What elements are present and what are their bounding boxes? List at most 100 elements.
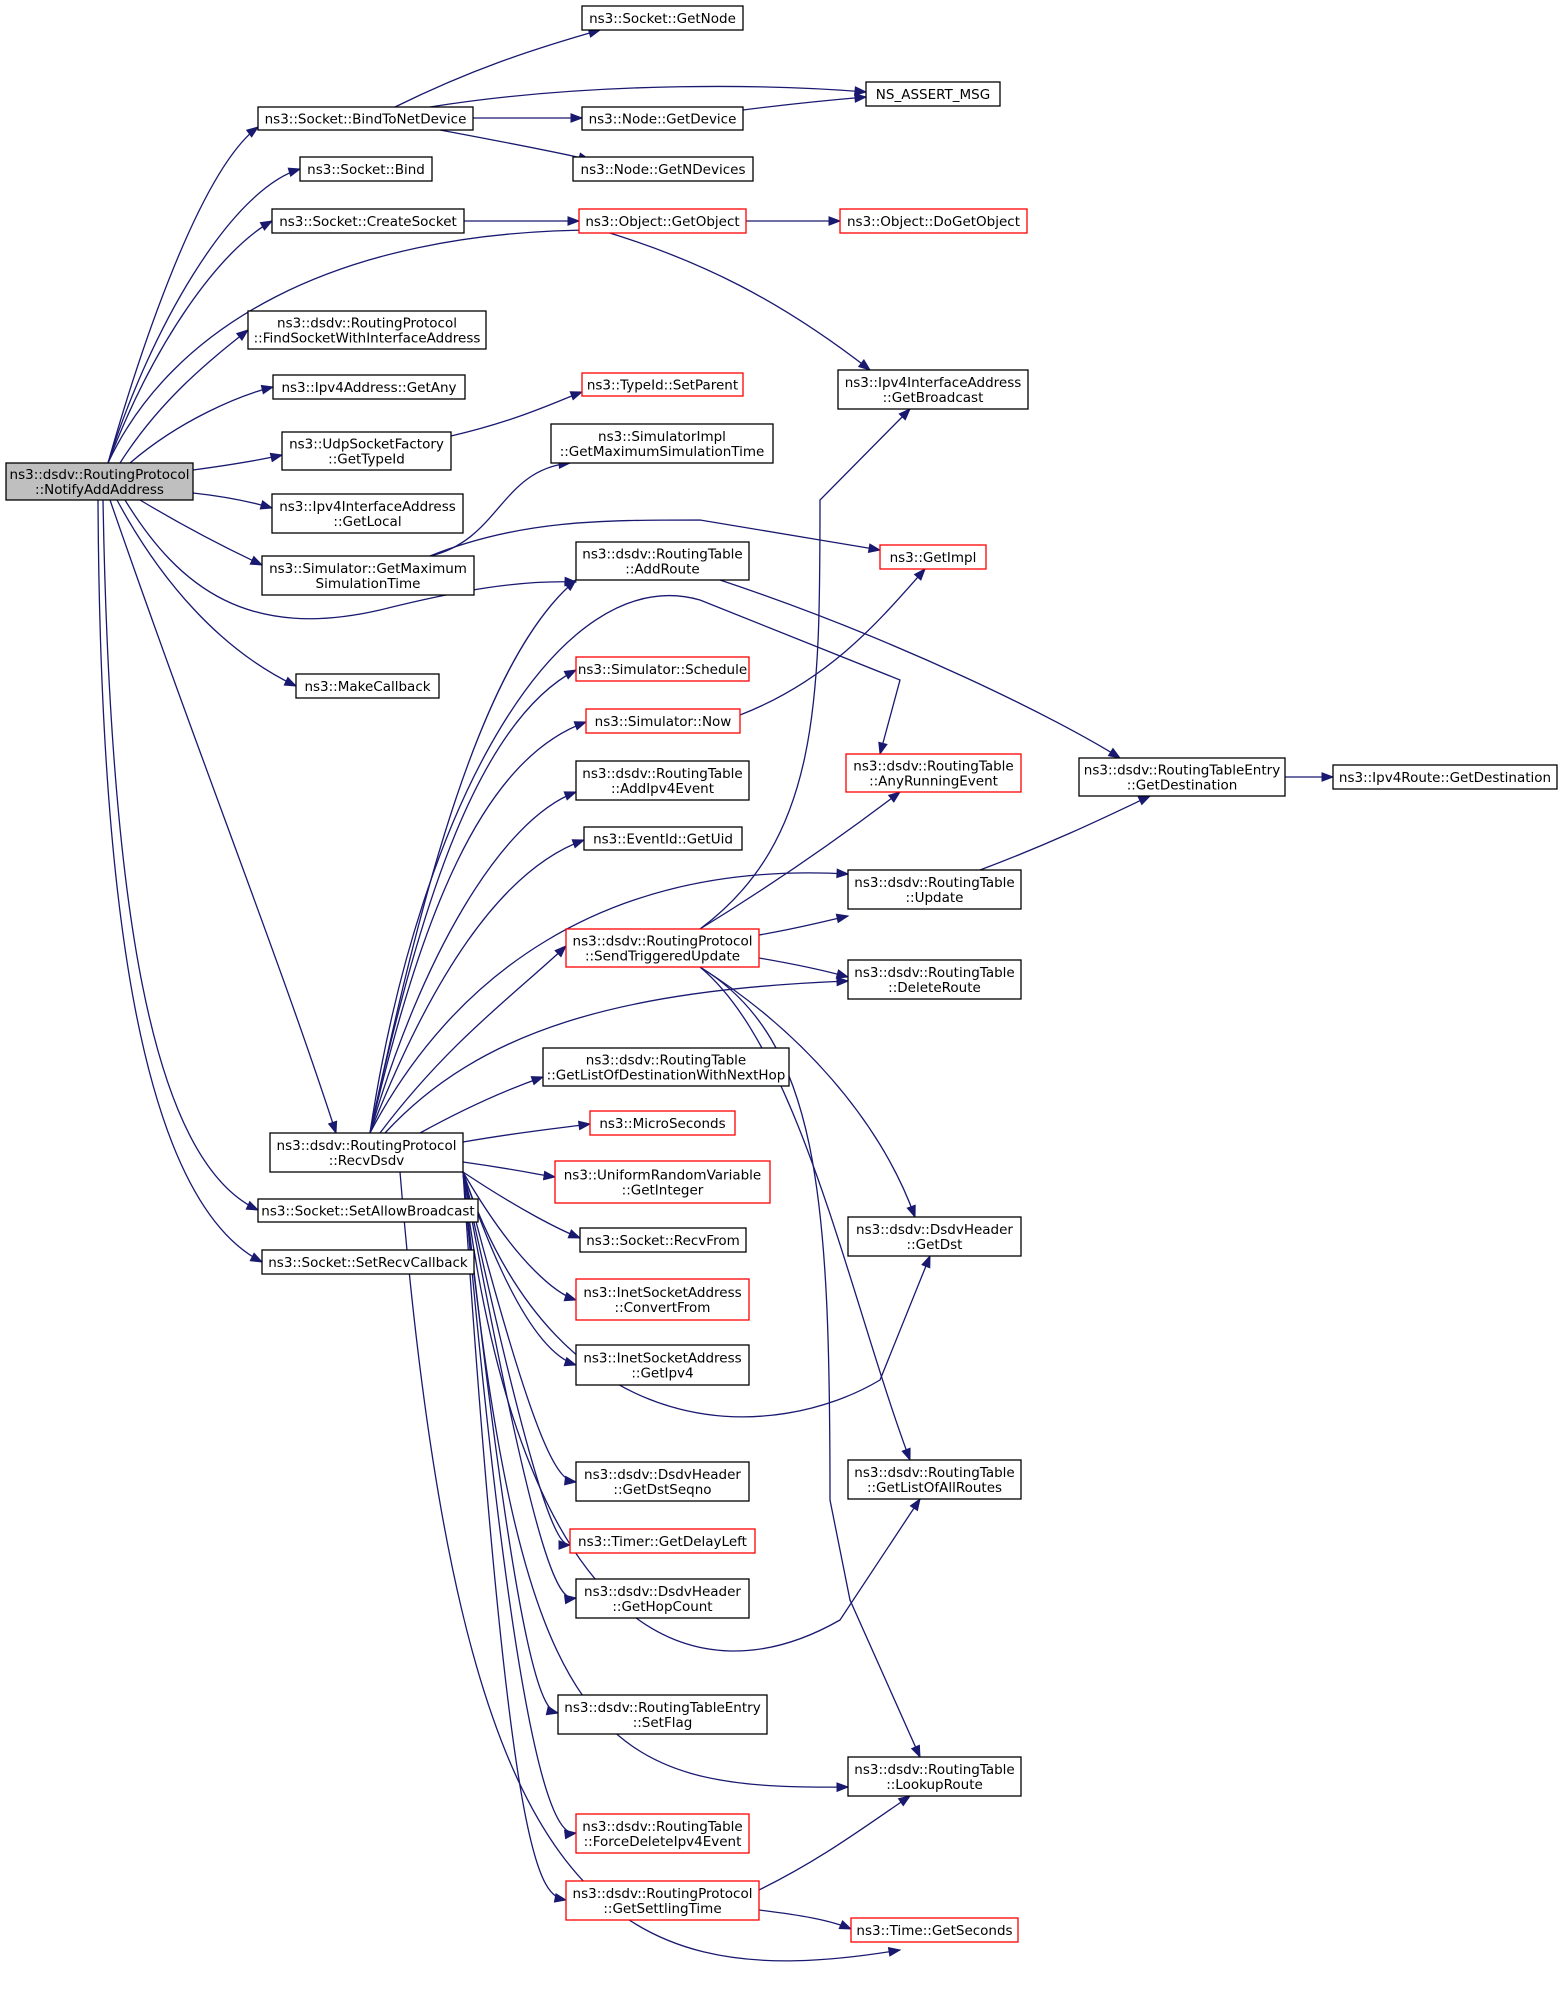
node-findSocket[interactable]: ns3::dsdv::RoutingProtocol::FindSocketWi… — [247, 310, 487, 350]
node-uniformGetInteger[interactable]: ns3::UniformRandomVariable::GetInteger — [554, 1160, 771, 1204]
node-root[interactable]: ns3::dsdv::RoutingProtocol::NotifyAddAdd… — [5, 462, 194, 501]
edge-arrowhead — [913, 567, 926, 581]
node-convertFrom[interactable]: ns3::InetSocketAddress::ConvertFrom — [575, 1278, 750, 1321]
edge-root-to-simGetMax — [139, 499, 264, 566]
node-makeCallback[interactable]: ns3::MakeCallback — [295, 673, 440, 699]
node-label-line: ::NotifyAddAddress — [35, 482, 164, 498]
node-label-line: ns3::Ipv4InterfaceAddress — [279, 499, 456, 515]
node-label-line: ns3::Socket::CreateSocket — [279, 214, 457, 230]
node-box — [557, 1694, 768, 1735]
node-microSeconds[interactable]: ns3::MicroSeconds — [589, 1110, 736, 1136]
node-getNode[interactable]: ns3::Socket::GetNode — [581, 5, 744, 31]
node-doGetObject[interactable]: ns3::Object::DoGetObject — [839, 208, 1028, 234]
node-getListOfAllRoutes[interactable]: ns3::dsdv::RoutingTable::GetListOfAllRou… — [847, 1459, 1022, 1500]
node-simImplGetMax[interactable]: ns3::SimulatorImpl::GetMaximumSimulation… — [550, 423, 774, 464]
node-setAllowBroadcast[interactable]: ns3::Socket::SetAllowBroadcast — [257, 1198, 479, 1223]
node-getListWithNextHop[interactable]: ns3::dsdv::RoutingTable::GetListOfDestin… — [542, 1047, 790, 1087]
node-anyRunningEvent[interactable]: ns3::dsdv::RoutingTable::AnyRunningEvent — [845, 753, 1022, 793]
node-simSchedule[interactable]: ns3::Simulator::Schedule — [575, 656, 750, 682]
edge-line — [462, 1171, 931, 1418]
node-nodeGetNDevices[interactable]: ns3::Node::GetNDevices — [572, 156, 754, 182]
edge-arrowhead — [269, 452, 284, 463]
node-udpGetTypeId[interactable]: ns3::UdpSocketFactory::GetTypeId — [281, 431, 452, 471]
edge-recvDsdv-to-addRoute — [369, 579, 578, 1134]
edge-simNow-to-getImpl — [739, 567, 926, 716]
node-addIpv4Event[interactable]: ns3::dsdv::RoutingTable::AddIpv4Event — [575, 760, 750, 801]
edge-arrowhead — [563, 1291, 578, 1302]
node-ipv4RouteGetDest[interactable]: ns3::Ipv4Route::GetDestination — [1332, 764, 1558, 790]
node-getBroadcast[interactable]: ns3::Ipv4InterfaceAddress::GetBroadcast — [837, 369, 1029, 410]
edge-arrowhead — [570, 113, 584, 123]
node-recvDsdv[interactable]: ns3::dsdv::RoutingProtocol::RecvDsdv — [269, 1132, 464, 1173]
node-recvFrom[interactable]: ns3::Socket::RecvFrom — [579, 1227, 747, 1253]
edge-arrowhead — [901, 1447, 911, 1462]
node-rtUpdate[interactable]: ns3::dsdv::RoutingTable::Update — [847, 869, 1022, 910]
edge-rtUpdate-to-rteGetDestination — [979, 795, 1152, 871]
edge-bindToNetDevice-to-nodeGetNDevices — [439, 129, 592, 162]
node-label-line: ns3::Simulator::GetMaximum — [269, 561, 467, 577]
node-box — [565, 1880, 760, 1921]
node-simGetMax[interactable]: ns3::Simulator::GetMaximumSimulationTime — [261, 555, 475, 596]
node-simNow[interactable]: ns3::Simulator::Now — [585, 708, 741, 734]
edge-arrowhead — [897, 1795, 912, 1807]
edge-recvDsdv-to-getDstSeqno — [462, 1171, 578, 1486]
node-label-line: ns3::dsdv::RoutingTable — [854, 1465, 1014, 1481]
edge-root-to-setRecvCallback — [97, 499, 264, 1263]
node-createSocket[interactable]: ns3::Socket::CreateSocket — [271, 208, 465, 234]
node-socketBind[interactable]: ns3::Socket::Bind — [299, 156, 433, 182]
edge-line — [369, 579, 577, 1134]
node-getObject[interactable]: ns3::Object::GetObject — [578, 208, 747, 234]
edge-line — [124, 499, 577, 620]
node-getAny[interactable]: ns3::Ipv4Address::GetAny — [272, 374, 466, 400]
node-label-line: ns3::MakeCallback — [304, 679, 430, 695]
edge-sendTriggeredUpdate-to-anyRunningEvent — [699, 791, 902, 930]
node-box — [550, 423, 774, 464]
node-getSettlingTime[interactable]: ns3::dsdv::RoutingProtocol::GetSettlingT… — [565, 1880, 760, 1921]
node-setFlag[interactable]: ns3::dsdv::RoutingTableEntry::SetFlag — [557, 1694, 768, 1735]
node-forceDeleteIpv4Event[interactable]: ns3::dsdv::RoutingTable::ForceDeleteIpv4… — [575, 1813, 750, 1854]
node-nodeGetDevice[interactable]: ns3::Node::GetDevice — [581, 106, 744, 131]
edge-root-to-findSocket — [119, 329, 250, 464]
node-addRoute[interactable]: ns3::dsdv::RoutingTable::AddRoute — [575, 541, 750, 581]
node-label-line: ns3::dsdv::DsdvHeader — [584, 1584, 741, 1600]
edge-root-to-setAllowBroadcast — [102, 499, 260, 1211]
node-label-line: ns3::dsdv::RoutingTable — [853, 759, 1013, 775]
node-getDstSeqno[interactable]: ns3::dsdv::DsdvHeader::GetDstSeqno — [575, 1461, 750, 1502]
edge-bindToNetDevice-to-getNode — [394, 28, 602, 108]
edge-getObject-to-doGetObject — [746, 216, 842, 226]
node-setParent[interactable]: ns3::TypeId::SetParent — [581, 372, 744, 397]
node-getHopCount[interactable]: ns3::dsdv::DsdvHeader::GetHopCount — [575, 1578, 750, 1619]
node-label-line: ns3::dsdv::RoutingProtocol — [573, 1886, 753, 1902]
node-box — [847, 1459, 1022, 1500]
edge-line — [384, 980, 849, 1134]
edge-arrowhead — [1321, 772, 1335, 782]
node-box — [581, 5, 744, 31]
node-timeGetSeconds[interactable]: ns3::Time::GetSeconds — [850, 1917, 1019, 1943]
edge-arrowhead — [259, 500, 274, 510]
node-box — [299, 156, 433, 182]
node-getImpl[interactable]: ns3::GetImpl — [879, 544, 987, 570]
node-label-line: ns3::Node::GetDevice — [589, 112, 737, 128]
node-deleteRoute[interactable]: ns3::dsdv::RoutingTable::DeleteRoute — [847, 959, 1022, 1000]
node-bindToNetDevice[interactable]: ns3::Socket::BindToNetDevice — [257, 106, 474, 131]
node-eventIdGetUid[interactable]: ns3::EventId::GetUid — [583, 826, 743, 851]
node-label-line: ns3::Node::GetNDevices — [581, 162, 746, 178]
edge-layer — [97, 28, 1335, 1962]
edge-line — [739, 568, 926, 716]
node-getDelayLeft[interactable]: ns3::Timer::GetDelayLeft — [569, 1528, 756, 1554]
edge-arrowhead — [836, 868, 850, 879]
node-lookupRoute[interactable]: ns3::dsdv::RoutingTable::LookupRoute — [847, 1756, 1022, 1797]
node-sendTriggeredUpdate[interactable]: ns3::dsdv::RoutingProtocol::SendTriggere… — [565, 928, 760, 968]
node-getIpv4[interactable]: ns3::InetSocketAddress::GetIpv4 — [575, 1344, 750, 1386]
node-label-line: ns3::dsdv::RoutingTable — [586, 1053, 746, 1069]
node-box — [575, 760, 750, 801]
node-label-line: ns3::MicroSeconds — [599, 1116, 725, 1132]
node-box — [575, 1461, 750, 1502]
node-setRecvCallback[interactable]: ns3::Socket::SetRecvCallback — [261, 1249, 475, 1275]
node-nsAssert[interactable]: NS_ASSERT_MSG — [865, 81, 1001, 107]
edge-line — [379, 945, 567, 1134]
node-getLocal[interactable]: ns3::Ipv4InterfaceAddress::GetLocal — [271, 493, 464, 534]
node-dsdvGetDst[interactable]: ns3::dsdv::DsdvHeader::GetDst — [847, 1216, 1022, 1257]
edge-arrowhead — [569, 391, 584, 401]
node-rteGetDestination[interactable]: ns3::dsdv::RoutingTableEntry::GetDestina… — [1078, 757, 1286, 797]
